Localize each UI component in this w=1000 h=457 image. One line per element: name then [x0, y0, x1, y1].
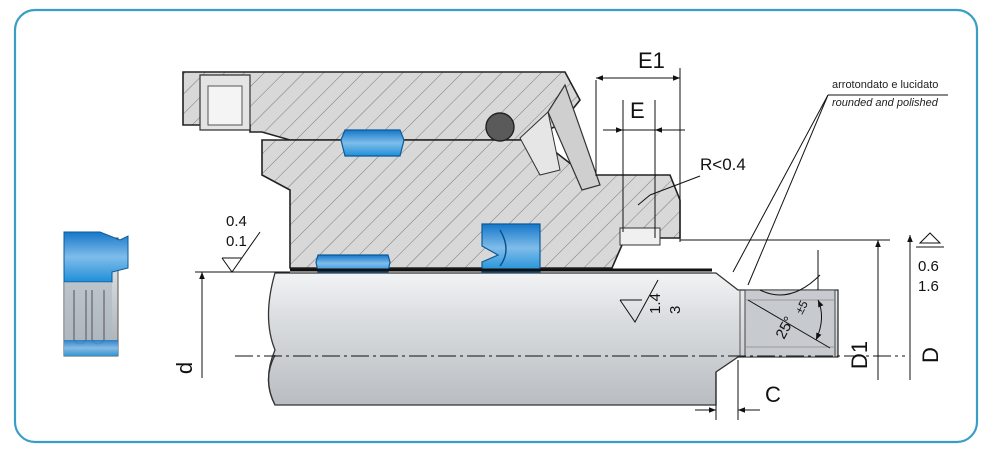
note-italian: arrotondato e lucidato: [832, 79, 938, 91]
roughness-rod-top: 1.4: [647, 293, 664, 314]
roughness-left-bottom: 0.1: [226, 233, 247, 250]
roughness-symbols: [221, 231, 944, 323]
piston-rod: [267, 272, 839, 406]
dim-D: D: [918, 347, 943, 363]
dim-d: d: [172, 362, 197, 374]
dim-D1: D1: [847, 341, 872, 369]
dim-E: E: [630, 98, 645, 123]
note-english: rounded and polished: [832, 97, 939, 109]
dimension-lines: [195, 68, 948, 420]
dim-E1: E1: [638, 48, 665, 73]
roughness-left-top: 0.4: [226, 213, 247, 230]
seal-thumbnail: [63, 231, 129, 357]
roughness-right-top: 0.6: [918, 258, 939, 275]
roughness-rod-bottom: 3: [667, 306, 684, 314]
dim-R: R<0.4: [700, 155, 746, 174]
seal-elements: [315, 129, 541, 273]
dim-C: C: [765, 382, 781, 407]
dim-angle-tolerance: ±5: [792, 298, 811, 317]
roughness-right-bottom: 1.6: [918, 278, 939, 295]
housing-section: [182, 71, 681, 269]
